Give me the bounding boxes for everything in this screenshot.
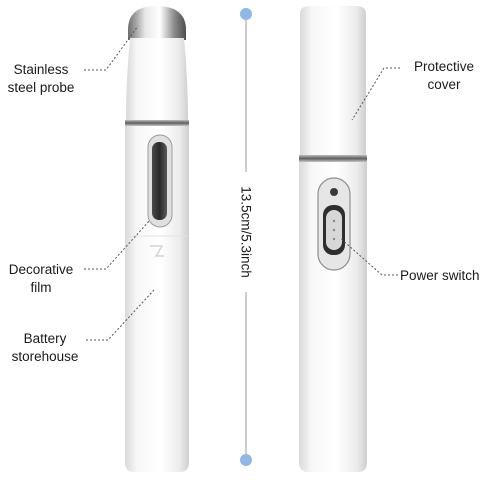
label-line: storehouse [11, 349, 79, 364]
switch-dot-light [332, 228, 336, 232]
film-logo-icon [150, 245, 164, 257]
dimension-text: 13.5cm/5.3inch [238, 186, 254, 278]
switch-dot [330, 188, 338, 196]
leader-lines [84, 25, 400, 341]
label-line: cover [427, 77, 461, 92]
label-line: Power switch [400, 268, 480, 283]
leader-probe [84, 25, 139, 71]
label-decorative-film: Decorative film [0, 261, 82, 297]
label-stainless-steel-probe: Stainless steel probe [2, 61, 80, 97]
switch-dot-light [332, 219, 336, 223]
label-line: Decorative [8, 262, 74, 277]
label-line: film [30, 280, 52, 295]
label-line: Stainless [13, 62, 69, 77]
left-pen-main-body [125, 126, 189, 472]
dimension-text-bg [238, 172, 254, 292]
right-pen-ring [299, 155, 367, 162]
protective-cover [300, 6, 366, 155]
switch-dot-light [332, 237, 336, 241]
left-pen-window-inner [152, 142, 167, 220]
label-line: Battery [23, 331, 67, 346]
label-line: Protective [413, 59, 475, 74]
label-line: steel probe [7, 80, 75, 95]
leader-battery [86, 289, 155, 341]
dimension-dot-top [240, 8, 252, 20]
chrome-cap-icon [128, 6, 186, 40]
label-battery-storehouse: Battery storehouse [6, 330, 84, 366]
left-pen [125, 6, 189, 472]
label-power-switch: Power switch [400, 267, 498, 285]
leader-cover [351, 67, 400, 121]
dimension-marker [238, 8, 254, 466]
dimension-dot-bottom [240, 454, 252, 466]
label-protective-cover: Protective cover [402, 58, 486, 94]
leader-switch [339, 237, 398, 276]
left-pen-upper-body [126, 38, 188, 120]
leader-film [84, 219, 151, 270]
left-pen-ring [125, 120, 189, 126]
right-pen [299, 6, 367, 472]
